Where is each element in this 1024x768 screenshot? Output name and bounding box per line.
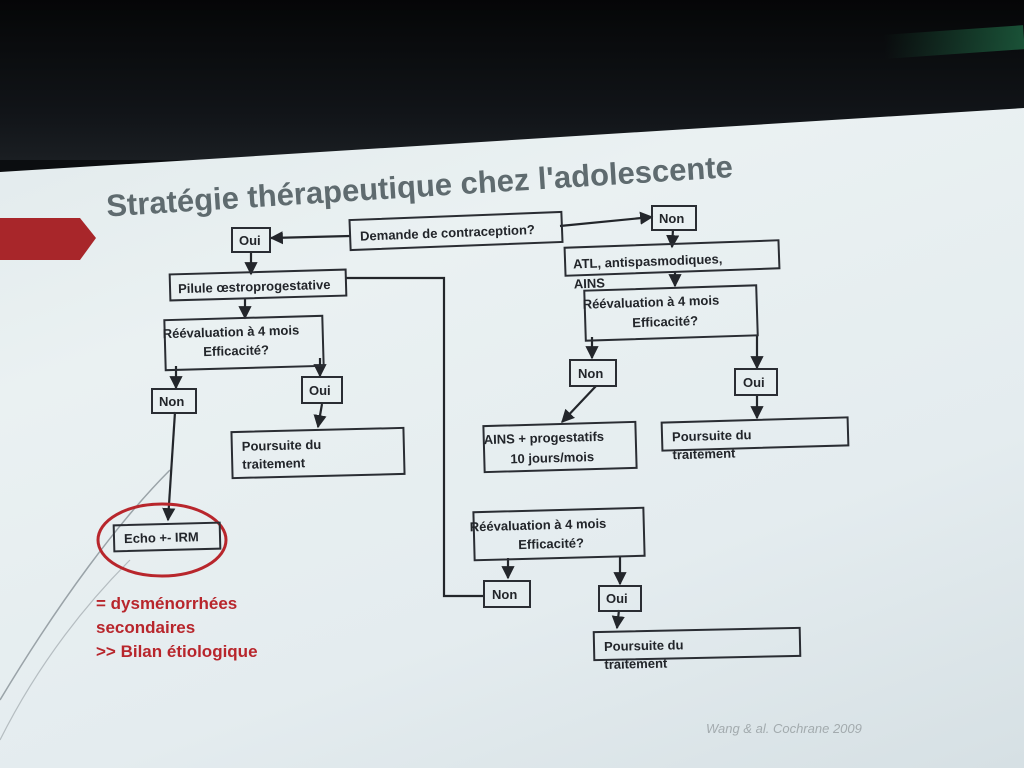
svg-text:Oui: Oui bbox=[309, 383, 331, 398]
svg-text:Efficacité?: Efficacité? bbox=[203, 342, 269, 359]
svg-text:Poursuite du: Poursuite du bbox=[242, 437, 322, 454]
red-note: = dysménorrhées secondaires >> Bilan éti… bbox=[96, 594, 258, 661]
svg-text:Poursuite du: Poursuite du bbox=[604, 637, 684, 654]
node-non-right: Non bbox=[569, 359, 617, 387]
red-accent-tab bbox=[0, 218, 96, 260]
node-ains-progestatifs: AINS + progestatifs 10 jours/mois bbox=[482, 420, 638, 474]
svg-text:Réévaluation à 4 mois: Réévaluation à 4 mois bbox=[582, 292, 719, 311]
node-poursuite-center: Poursuite du traitement bbox=[592, 626, 802, 672]
svg-text:Non: Non bbox=[659, 211, 684, 226]
node-poursuite-left: Poursuite du traitement bbox=[230, 426, 406, 480]
svg-text:traitement: traitement bbox=[672, 446, 736, 463]
arrow-oui-poursuite-center bbox=[611, 609, 625, 630]
node-oui-left: Oui bbox=[301, 376, 343, 404]
svg-text:AINS + progestatifs: AINS + progestatifs bbox=[484, 429, 605, 447]
note-line-1: = dysménorrhées bbox=[96, 594, 237, 613]
node-reevaluation-left: Réévaluation à 4 mois Efficacité? bbox=[163, 314, 325, 372]
svg-text:Efficacité?: Efficacité? bbox=[518, 535, 584, 552]
node-oui-top: Oui bbox=[231, 227, 271, 253]
svg-text:10 jours/mois: 10 jours/mois bbox=[510, 449, 594, 466]
svg-text:Réévaluation à 4 mois: Réévaluation à 4 mois bbox=[163, 322, 300, 341]
svg-text:traitement: traitement bbox=[242, 455, 306, 472]
svg-text:Oui: Oui bbox=[606, 591, 628, 606]
svg-text:Demande de contraception?: Demande de contraception? bbox=[360, 222, 535, 244]
reference-citation: Wang & al. Cochrane 2009 bbox=[706, 721, 862, 736]
svg-text:traitement: traitement bbox=[604, 656, 668, 672]
svg-text:Oui: Oui bbox=[239, 233, 261, 248]
svg-text:Echo +- IRM: Echo +- IRM bbox=[124, 529, 199, 546]
arrow-oui-poursuite-left bbox=[313, 403, 327, 429]
svg-text:ATL, antispasmodiques,: ATL, antispasmodiques, bbox=[573, 251, 723, 271]
svg-text:Non: Non bbox=[492, 587, 517, 602]
svg-text:Oui: Oui bbox=[743, 375, 765, 390]
node-pilule: Pilule œstroprogestative bbox=[168, 268, 348, 302]
node-reevaluation-right: Réévaluation à 4 mois Efficacité? bbox=[582, 284, 759, 342]
note-line-3: >> Bilan étiologique bbox=[96, 642, 258, 661]
svg-text:Efficacité?: Efficacité? bbox=[632, 313, 698, 330]
slide-title: Stratégie thérapeutique chez l'adolescen… bbox=[105, 149, 734, 223]
svg-text:Pilule œstroprogestative: Pilule œstroprogestative bbox=[178, 277, 331, 296]
svg-text:AINS: AINS bbox=[574, 275, 606, 291]
svg-text:Non: Non bbox=[578, 366, 603, 381]
svg-text:Réévaluation à 4 mois: Réévaluation à 4 mois bbox=[470, 516, 607, 535]
node-oui-center: Oui bbox=[598, 585, 642, 612]
arrow-non-echo bbox=[162, 411, 177, 522]
node-oui-right: Oui bbox=[734, 368, 778, 396]
node-reevaluation-center: Réévaluation à 4 mois Efficacité? bbox=[470, 506, 646, 562]
svg-text:Poursuite du: Poursuite du bbox=[672, 427, 752, 444]
node-non-left: Non bbox=[151, 388, 197, 414]
svg-text:Non: Non bbox=[159, 394, 184, 409]
decor-swoosh bbox=[0, 559, 131, 741]
arrow-non-ains bbox=[561, 385, 597, 423]
node-echo-irm: Echo +- IRM bbox=[96, 502, 228, 578]
node-demande-contraception: Demande de contraception? bbox=[348, 210, 564, 252]
note-line-2: secondaires bbox=[96, 618, 195, 637]
arrow-demande-non bbox=[559, 211, 654, 228]
node-atl-antispasmodiques: ATL, antispasmodiques, AINS bbox=[563, 239, 781, 291]
node-non-top: Non bbox=[651, 205, 697, 231]
node-poursuite-right: Poursuite du traitement bbox=[660, 416, 850, 463]
arrow-demande-oui bbox=[269, 231, 351, 245]
node-non-center: Non bbox=[483, 580, 531, 608]
decor-swoosh bbox=[0, 469, 171, 701]
connector-pilule-non-center bbox=[345, 276, 484, 598]
